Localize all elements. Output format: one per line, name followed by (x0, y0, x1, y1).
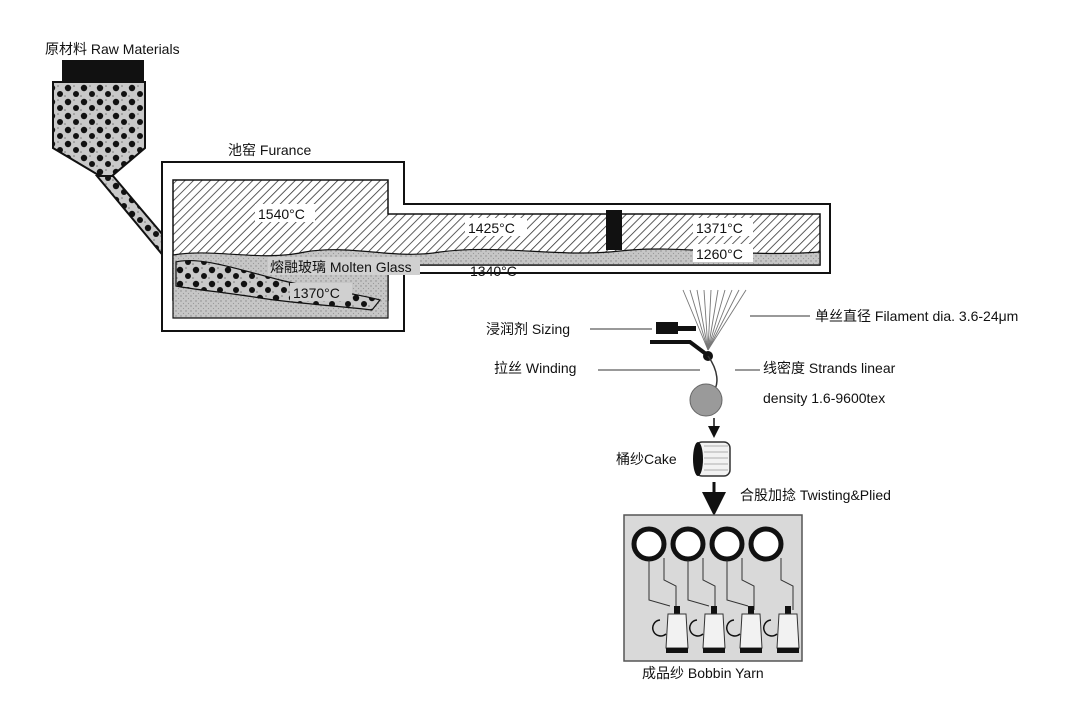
yarn-paths (648, 558, 794, 610)
temp-1340: 1340°C (470, 263, 517, 279)
twisting-label: 合股加捻 Twisting&Plied (740, 487, 891, 503)
temp-1260: 1260°C (696, 246, 743, 262)
temp-1371: 1371°C (696, 220, 743, 236)
raw-materials-label: 原材料 Raw Materials (45, 41, 180, 57)
strands-density-label-line2: density 1.6-9600tex (763, 390, 885, 406)
winding-label: 拉丝 Winding (494, 360, 576, 376)
temp-1370: 1370°C (293, 285, 340, 301)
creel-bobbins (631, 526, 784, 562)
strands-density-label-line1: 线密度 Strands linear (763, 360, 896, 376)
winder-drum (689, 383, 723, 417)
sizing-applicator (650, 322, 723, 417)
temperature-labels: 1540°C 1425°C 1371°C 1260°C 1340°C 1370°… (255, 204, 753, 301)
temp-1540: 1540°C (258, 206, 305, 222)
filament-bundle (682, 289, 747, 351)
cake-spool (693, 441, 731, 477)
hopper-cap (62, 60, 144, 82)
temp-1425: 1425°C (468, 220, 515, 236)
cake-label: 桶纱Cake (616, 451, 677, 467)
molten-glass-label: 熔融玻璃 Molten Glass (270, 259, 412, 275)
filament-diameter-label: 单丝直径 Filament dia. 3.6-24μm (815, 308, 1018, 324)
twist-spindles (652, 606, 800, 653)
furnace-baffle (606, 210, 622, 250)
bobbin-yarn-label: 成品纱 Bobbin Yarn (642, 665, 764, 681)
twisting-frame (623, 514, 803, 662)
furnace-label: 池窑 Furance (228, 142, 311, 158)
hopper-body (52, 81, 146, 177)
leader-lines (590, 315, 810, 371)
sizing-label: 浸润剂 Sizing (486, 321, 570, 337)
